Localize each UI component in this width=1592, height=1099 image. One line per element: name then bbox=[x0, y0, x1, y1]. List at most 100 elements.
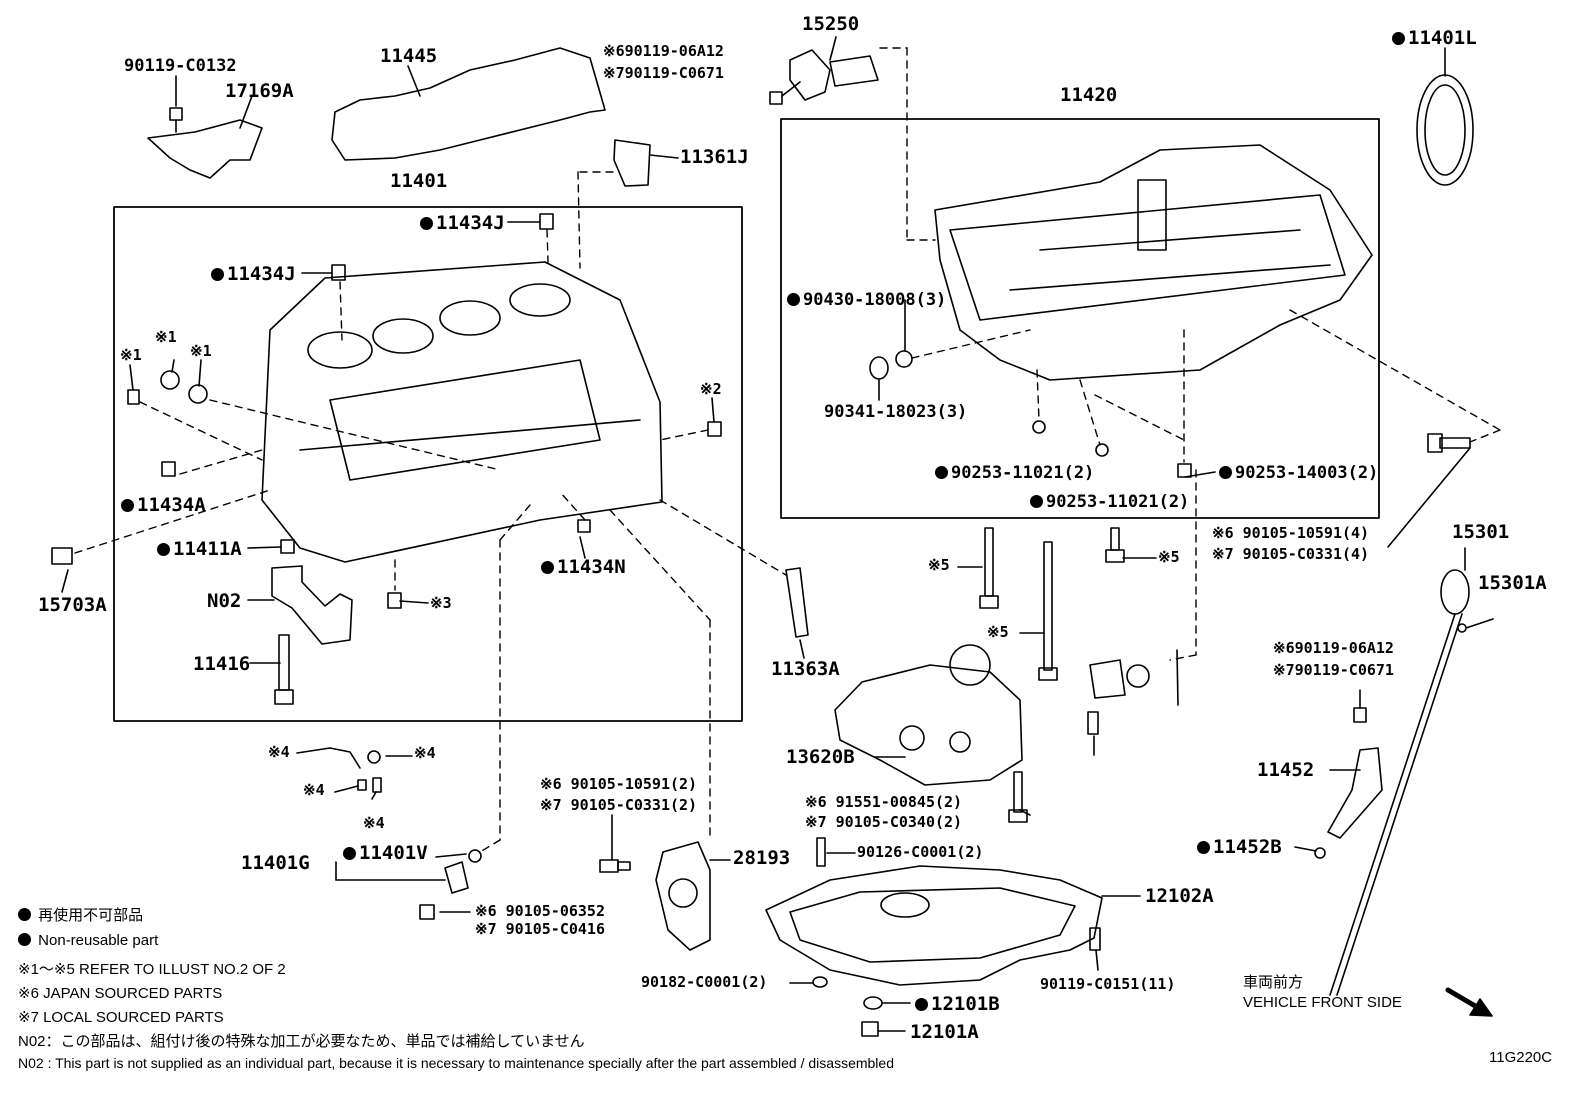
label-90105-C0416[interactable]: ※7 90105-C0416 bbox=[475, 920, 605, 938]
label-12101B[interactable]: 12101B bbox=[915, 995, 1000, 1014]
pin-mark3 bbox=[387, 592, 402, 609]
note-japan-sourced: ※6 JAPAN SOURCED PARTS bbox=[18, 985, 223, 1002]
bearing-cap-N02-shape bbox=[271, 565, 353, 645]
engine-block-group-frame bbox=[113, 206, 743, 722]
non-reusable-icon bbox=[157, 543, 170, 556]
pin-11434J-a bbox=[539, 213, 554, 230]
label-11434N[interactable]: 11434N bbox=[541, 558, 626, 577]
label-90105-C0331-2[interactable]: ※7 90105-C0331(2) bbox=[540, 796, 698, 814]
non-reusable-icon bbox=[1392, 32, 1405, 45]
label-12101A[interactable]: 12101A bbox=[910, 1021, 979, 1043]
small-parts-mark4 bbox=[329, 747, 382, 793]
pin-11411A bbox=[280, 539, 295, 554]
gasket-11361J-shape bbox=[613, 139, 651, 187]
label-90253-11021-a[interactable]: 90253-11021(2) bbox=[935, 465, 1094, 482]
label-11434J-a[interactable]: 11434J bbox=[420, 214, 505, 233]
washer-90182-shape bbox=[812, 976, 828, 988]
label-91551-00845[interactable]: ※6 91551-00845(2) bbox=[805, 793, 963, 811]
gasket-90430 bbox=[895, 350, 913, 368]
label-11434A[interactable]: 11434A bbox=[121, 496, 206, 515]
label-90253-11021-b[interactable]: 90253-11021(2) bbox=[1030, 494, 1189, 511]
vehicle-front-en: VEHICLE FRONT SIDE bbox=[1243, 994, 1402, 1011]
seal-mark1-c bbox=[188, 384, 208, 404]
label-N02[interactable]: N02 bbox=[207, 590, 242, 612]
non-reusable-icon bbox=[935, 466, 948, 479]
oil-pan-upper-11420-shape bbox=[934, 144, 1373, 381]
label-11401G[interactable]: 11401G bbox=[241, 852, 310, 874]
label-15250[interactable]: 15250 bbox=[802, 13, 860, 35]
non-reusable-icon bbox=[915, 998, 928, 1011]
label-11434J-b[interactable]: 11434J bbox=[211, 265, 296, 284]
label-11401L[interactable]: 11401L bbox=[1392, 29, 1477, 48]
label-13620B[interactable]: 13620B bbox=[786, 746, 855, 768]
label-90119-C0151[interactable]: 90119-C0151(11) bbox=[1040, 975, 1176, 993]
non-reusable-icon bbox=[1030, 495, 1043, 508]
vehicle-front-jp: 車両前方 bbox=[1243, 974, 1304, 991]
label-90253-14003[interactable]: 90253-14003(2) bbox=[1219, 465, 1378, 482]
label-90119-C0132[interactable]: 90119-C0132 bbox=[124, 56, 237, 76]
label-mark5-c: ※5 bbox=[1158, 548, 1180, 566]
label-mark3: ※3 bbox=[430, 594, 452, 612]
gasket-12101B-shape bbox=[863, 996, 883, 1010]
label-11401V[interactable]: 11401V bbox=[343, 844, 428, 863]
label-15301[interactable]: 15301 bbox=[1452, 521, 1510, 543]
label-mark1-c: ※1 bbox=[190, 342, 212, 360]
dipstick-15301-shape bbox=[1329, 569, 1470, 996]
label-11411A[interactable]: 11411A bbox=[157, 540, 242, 559]
pin-90253-a bbox=[1032, 420, 1046, 434]
non-reusable-icon bbox=[18, 933, 31, 946]
label-mark1-a: ※1 bbox=[120, 346, 142, 364]
label-15301A[interactable]: 15301A bbox=[1478, 572, 1547, 594]
label-11420[interactable]: 11420 bbox=[1060, 84, 1118, 106]
stud-90126-shape bbox=[816, 837, 826, 867]
label-mark5-b: ※5 bbox=[987, 623, 1009, 641]
label-90430-18008[interactable]: 90430-18008(3) bbox=[787, 292, 946, 309]
label-17169A[interactable]: 17169A bbox=[225, 80, 294, 102]
label-90126-C0001[interactable]: 90126-C0001(2) bbox=[857, 843, 984, 861]
pin-mark2 bbox=[707, 421, 722, 437]
plug-mark1-b bbox=[160, 370, 180, 390]
seal-11401L-shape bbox=[1416, 74, 1474, 186]
label-11401[interactable]: 11401 bbox=[390, 170, 448, 192]
diagram-code: 11G220C bbox=[1489, 1049, 1553, 1066]
label-11416[interactable]: 11416 bbox=[193, 653, 251, 675]
note-n02-en: N02 : This part is not supplied as an in… bbox=[18, 1055, 894, 1071]
label-90105-10591-2[interactable]: ※6 90105-10591(2) bbox=[540, 775, 698, 793]
solenoid-shape bbox=[1089, 659, 1126, 699]
label-90182-C0001[interactable]: 90182-C0001(2) bbox=[641, 973, 768, 991]
non-reusable-icon bbox=[541, 561, 554, 574]
label-11361J[interactable]: 11361J bbox=[680, 146, 749, 168]
bolt-11416-shape bbox=[274, 634, 294, 705]
note-local-sourced: ※7 LOCAL SOURCED PARTS bbox=[18, 1009, 224, 1026]
front-direction-arrow-shape bbox=[1445, 987, 1493, 1017]
insulator-11445-shape bbox=[331, 47, 606, 161]
label-90119-C0671-right[interactable]: ※790119-C0671 bbox=[1273, 661, 1394, 679]
gasket-11363A-shape bbox=[785, 567, 809, 638]
label-11452B[interactable]: 11452B bbox=[1197, 838, 1282, 857]
non-reusable-icon bbox=[787, 293, 800, 306]
label-mark2: ※2 bbox=[700, 380, 722, 398]
label-mark4-a: ※4 bbox=[268, 743, 290, 761]
gasket-28193-shape bbox=[655, 841, 711, 951]
solenoid-seal bbox=[1126, 664, 1150, 688]
non-reusable-icon bbox=[121, 499, 134, 512]
label-90105-C0331-4[interactable]: ※7 90105-C0331(4) bbox=[1212, 545, 1370, 563]
label-11452[interactable]: 11452 bbox=[1257, 759, 1315, 781]
oil-pump-13620B-shape bbox=[834, 644, 1023, 786]
plug-12101A-shape bbox=[861, 1021, 879, 1037]
label-11445[interactable]: 11445 bbox=[380, 45, 438, 67]
label-mark1-b: ※1 bbox=[155, 328, 177, 346]
label-90119-06A12-right[interactable]: ※690119-06A12 bbox=[1273, 639, 1394, 657]
label-12102A[interactable]: 12102A bbox=[1145, 885, 1214, 907]
label-11363A[interactable]: 11363A bbox=[771, 658, 840, 680]
label-15703A[interactable]: 15703A bbox=[38, 594, 107, 616]
note-n02-jp: N02：この部品は、組付け後の特殊な加工が必要なため、単品では補給していません bbox=[18, 1033, 585, 1050]
label-15250-bolt-local[interactable]: ※790119-C0671 bbox=[603, 64, 724, 82]
label-90105-06352[interactable]: ※6 90105-06352 bbox=[475, 902, 605, 920]
label-90341-18023[interactable]: 90341-18023(3) bbox=[824, 402, 968, 422]
label-15250-bolt-jp[interactable]: ※690119-06A12 bbox=[603, 42, 724, 60]
label-90105-C0340[interactable]: ※7 90105-C0340(2) bbox=[805, 813, 963, 831]
label-28193[interactable]: 28193 bbox=[733, 847, 791, 869]
label-90105-10591-4[interactable]: ※6 90105-10591(4) bbox=[1212, 524, 1370, 542]
